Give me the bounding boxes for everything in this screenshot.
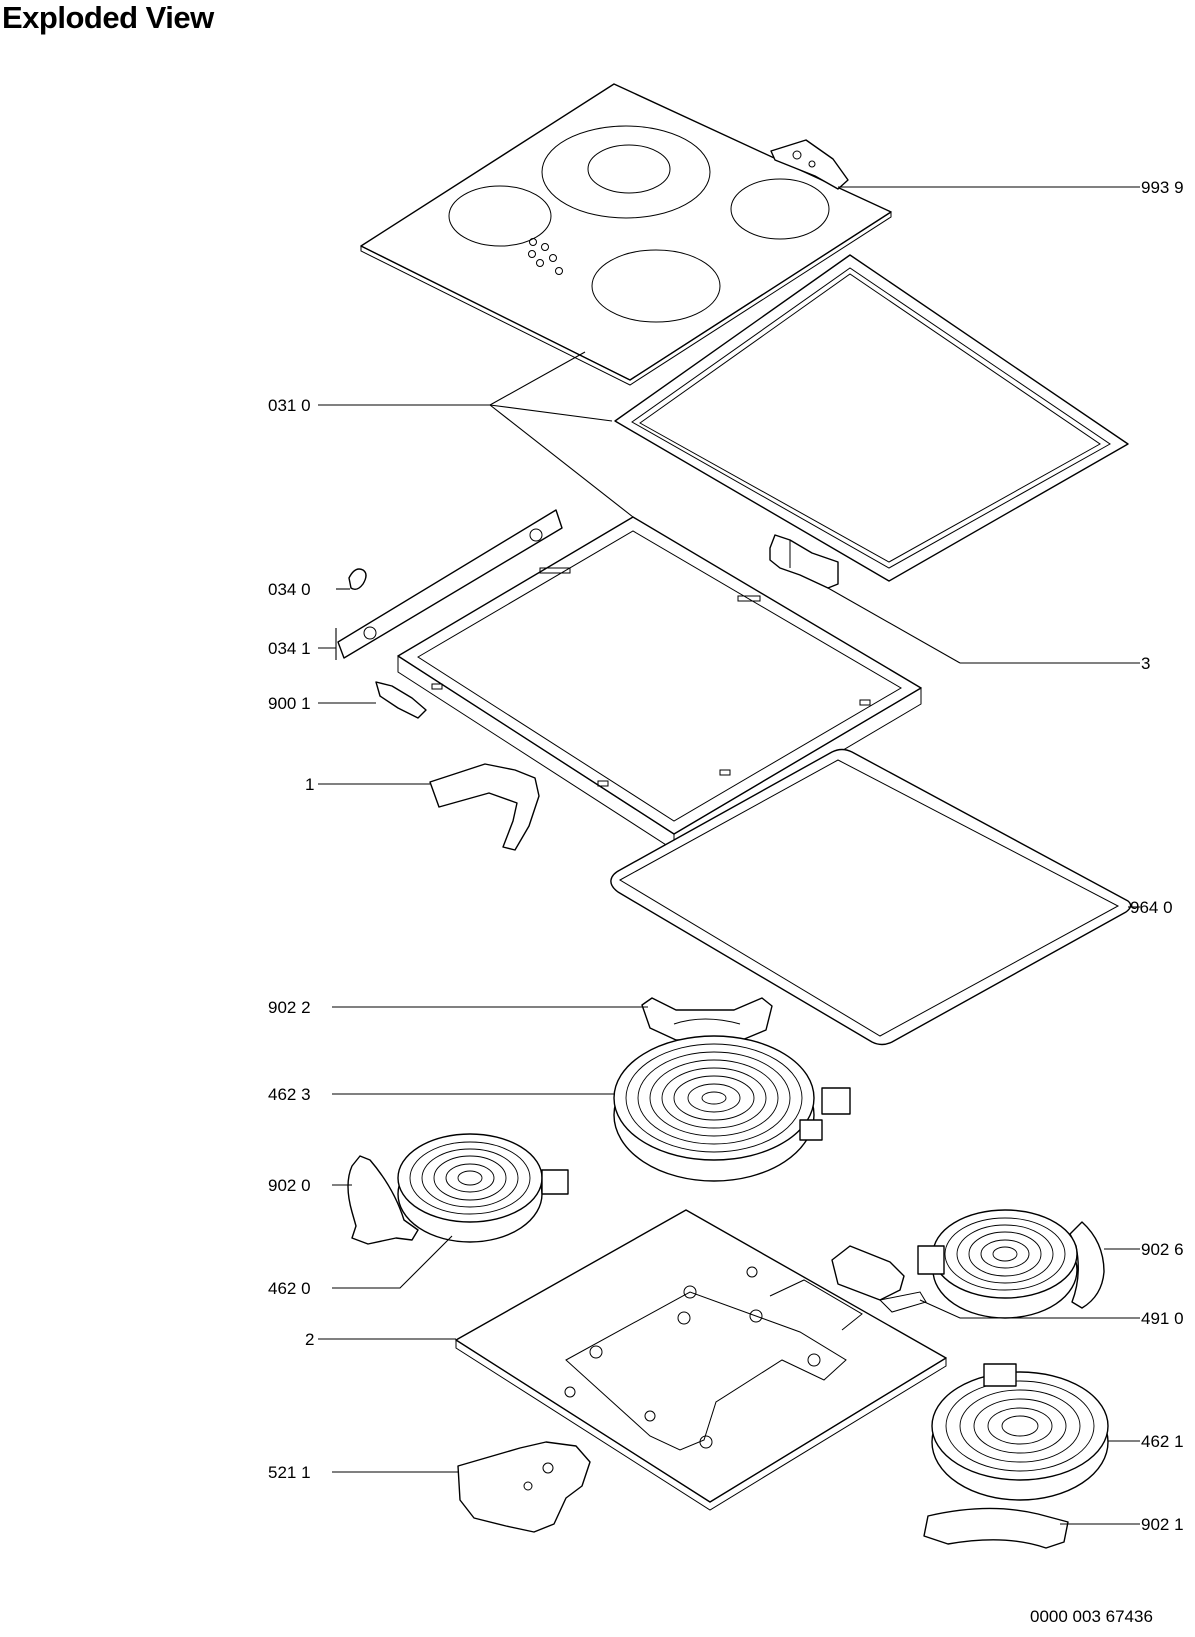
- gasket-964-0: [610, 748, 1132, 1046]
- label-902-2: 902 2: [268, 998, 311, 1017]
- label-462-0: 462 0: [268, 1279, 311, 1298]
- label-1: 1: [305, 775, 314, 794]
- rail-034-1: [337, 509, 563, 659]
- label-902-0: 902 0: [268, 1176, 311, 1195]
- support-902-1: [923, 1507, 1069, 1549]
- connector-900-1: [375, 681, 427, 719]
- label-491-0: 491 0: [1141, 1309, 1184, 1328]
- glass-ceramic-top: [360, 83, 892, 386]
- base-plate-2: [455, 1209, 947, 1511]
- heater-462-3: [613, 1035, 851, 1182]
- label-3: 3: [1141, 654, 1150, 673]
- page-title: Exploded View: [2, 0, 214, 35]
- bracket-1: [429, 763, 540, 851]
- clip-993-9: [770, 139, 849, 190]
- label-993-9: 993 9: [1141, 178, 1184, 197]
- label-902-6: 902 6: [1141, 1240, 1184, 1259]
- label-521-1: 521 1: [268, 1463, 311, 1482]
- label-031-0: 031 0: [268, 396, 311, 415]
- label-462-3: 462 3: [268, 1085, 311, 1104]
- document-number: 0000 003 67436: [1030, 1607, 1153, 1626]
- leader-lines: [318, 186, 1140, 1525]
- label-034-1: 034 1: [268, 639, 311, 658]
- label-900-1: 900 1: [268, 694, 311, 713]
- label-034-0: 034 0: [268, 580, 311, 599]
- support-902-2: [641, 997, 773, 1041]
- heater-462-0: [397, 1133, 569, 1243]
- control-unit-521-1: [457, 1441, 591, 1533]
- bracket-3: [769, 534, 839, 589]
- support-902-6: [1069, 1221, 1105, 1309]
- label-964-0: 964 0: [1130, 898, 1173, 917]
- label-2: 2: [305, 1330, 314, 1349]
- label-462-1: 462 1: [1141, 1432, 1184, 1451]
- support-902-0: [347, 1155, 419, 1245]
- heater-902-6: [917, 1209, 1078, 1319]
- label-902-1: 902 1: [1141, 1515, 1184, 1534]
- frame-seal-031-0: [614, 254, 1129, 582]
- clip-034-0: [348, 568, 367, 591]
- main-frame: [397, 516, 922, 851]
- terminal-491-0: [831, 1245, 927, 1313]
- heater-462-1: [931, 1363, 1109, 1501]
